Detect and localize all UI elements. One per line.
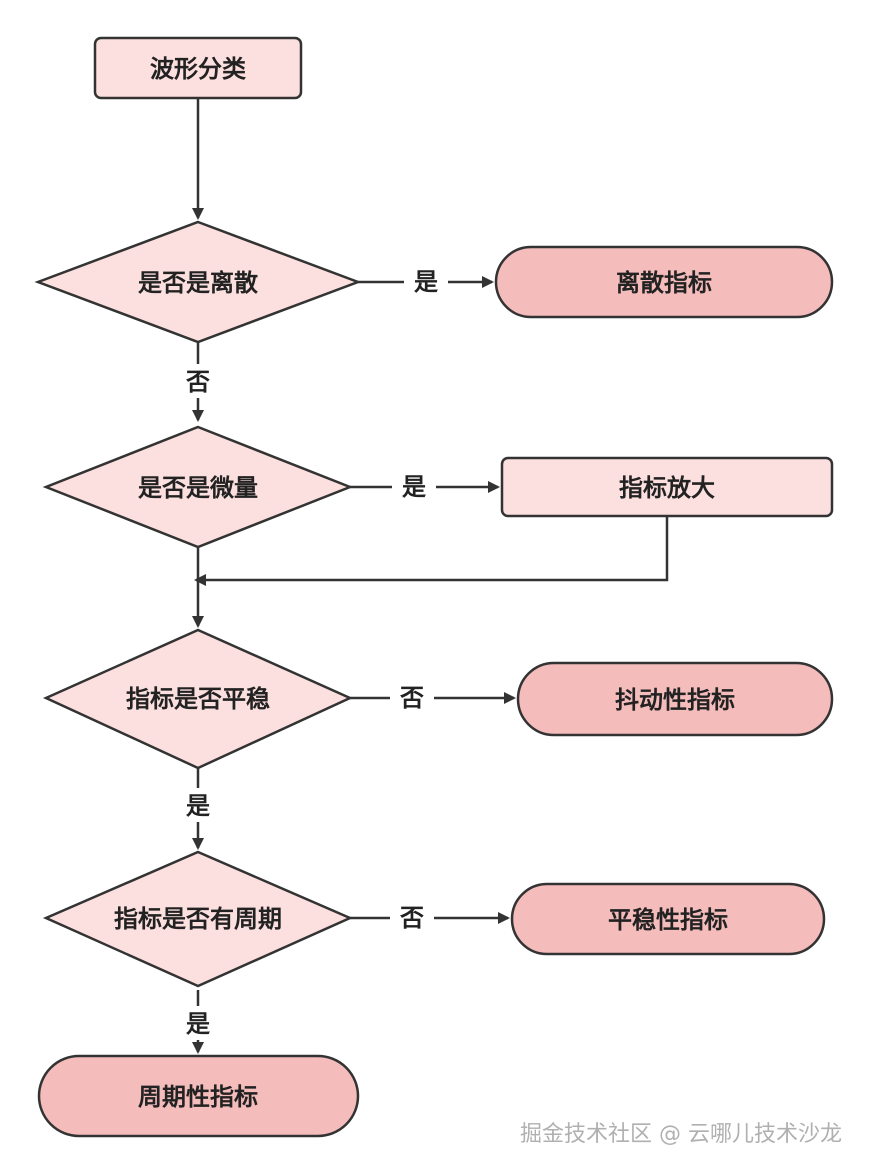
node-result-discrete-label: 离散指标 bbox=[616, 269, 712, 297]
edge-label-bg bbox=[180, 788, 216, 822]
node-process-amplify-label: 指标放大 bbox=[619, 474, 715, 502]
edge-label-micro-yes: 是 bbox=[402, 473, 426, 501]
node-result-periodic-shape bbox=[37, 1054, 360, 1138]
edge-label-bg bbox=[180, 1006, 216, 1040]
node-decision-periodic: 指标是否有周期 bbox=[42, 850, 354, 988]
node-result-jitter-label: 抖动性指标 bbox=[615, 686, 735, 714]
edge-label-periodic-no: 否 bbox=[399, 904, 424, 932]
node-result-periodic-label: 周期性指标 bbox=[138, 1083, 258, 1111]
node-result-discrete-shape bbox=[494, 245, 834, 319]
edge-label-bg bbox=[392, 471, 436, 503]
node-decision-micro-label: 是否是微量 bbox=[138, 474, 258, 502]
edge-label-stable-no: 否 bbox=[399, 684, 424, 712]
node-decision-periodic-shape bbox=[42, 850, 354, 988]
node-decision-periodic-label: 指标是否有周期 bbox=[114, 905, 282, 933]
node-process-amplify: 指标放大 bbox=[500, 456, 834, 518]
node-result-jitter: 抖动性指标 bbox=[516, 661, 834, 737]
edge-label-bg bbox=[390, 682, 434, 714]
edge-label-discrete-no: 否 bbox=[185, 368, 210, 396]
node-result-stable-shape bbox=[510, 882, 826, 956]
edge-label-bg bbox=[390, 902, 434, 934]
node-decision-micro-shape bbox=[42, 425, 354, 549]
node-result-stable-label: 平稳性指标 bbox=[608, 906, 728, 934]
edge-label-bg bbox=[404, 266, 448, 298]
node-result-discrete: 离散指标 bbox=[494, 245, 834, 319]
edge-label-discrete-yes: 是 bbox=[414, 268, 438, 296]
node-decision-discrete-shape bbox=[34, 220, 362, 344]
edge-label-stable-yes: 是 bbox=[186, 792, 210, 820]
edge-label-periodic-yes: 是 bbox=[186, 1010, 210, 1038]
node-start-shape bbox=[93, 36, 303, 100]
edge-amplify-return bbox=[194, 516, 669, 586]
node-result-stable: 平稳性指标 bbox=[510, 882, 826, 956]
node-result-jitter-shape bbox=[516, 661, 834, 737]
node-start: 波形分类 bbox=[93, 36, 303, 100]
node-process-amplify-shape bbox=[500, 456, 834, 518]
node-decision-discrete: 是否是离散 bbox=[34, 220, 362, 344]
node-decision-discrete-label: 是否是离散 bbox=[138, 269, 258, 297]
edge-label-bg bbox=[180, 364, 216, 398]
watermark-text: 掘金技术社区 @ 云哪儿技术沙龙 bbox=[520, 1122, 842, 1147]
node-start-label: 波形分类 bbox=[150, 55, 247, 83]
node-decision-stable-shape bbox=[42, 628, 354, 770]
node-decision-stable-label: 指标是否平稳 bbox=[126, 685, 270, 713]
node-decision-micro: 是否是微量 bbox=[42, 425, 354, 549]
node-result-periodic: 周期性指标 bbox=[37, 1054, 360, 1138]
node-decision-stable: 指标是否平稳 bbox=[42, 628, 354, 770]
